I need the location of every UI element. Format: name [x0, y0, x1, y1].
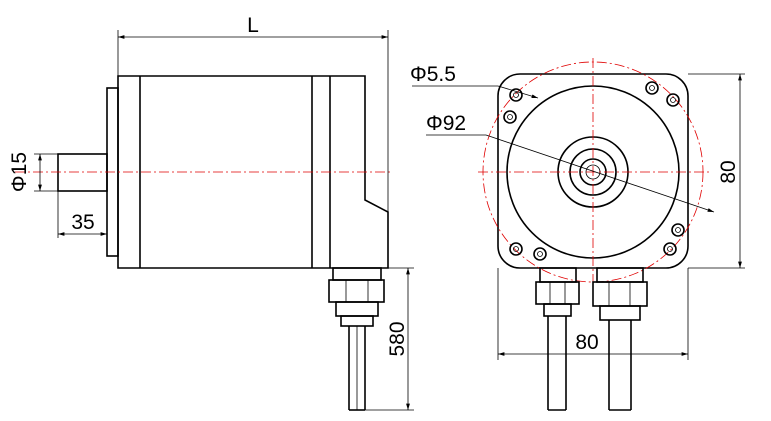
dim-flange-width-label: 80: [575, 331, 598, 354]
dim-cable-length-label: 580: [386, 321, 409, 356]
dim-cable-length: 580: [365, 267, 414, 411]
dim-flange-width: 80: [497, 268, 689, 360]
dim-flange-height-label: 80: [717, 160, 740, 183]
front-flange: [497, 73, 689, 269]
dim-hole-diameter-label: Φ5.5: [410, 63, 456, 86]
side-view: L Φ15 35 580: [8, 14, 414, 411]
dim-shaft-length-label: 35: [71, 211, 94, 234]
dim-shaft-length: 35: [57, 191, 108, 256]
front-cable-gland-left: [535, 267, 580, 411]
front-cable-gland-right: [592, 267, 648, 411]
dim-length-label: L: [247, 14, 259, 37]
front-mounting-holes: [503, 81, 685, 261]
dim-length: L: [117, 14, 389, 212]
side-cable-gland: [328, 267, 385, 411]
dim-shaft-diameter: Φ15: [8, 152, 58, 192]
dim-bolt-circle-label: Φ92: [426, 112, 466, 135]
dim-bolt-circle: Φ92: [426, 112, 715, 213]
side-shaft: [57, 153, 108, 192]
front-view: Φ5.5 Φ92 80 80: [410, 58, 745, 411]
dim-flange-height: 80: [688, 73, 745, 269]
dim-hole-diameter: Φ5.5: [410, 63, 539, 99]
dim-shaft-diameter-label: Φ15: [8, 152, 31, 192]
